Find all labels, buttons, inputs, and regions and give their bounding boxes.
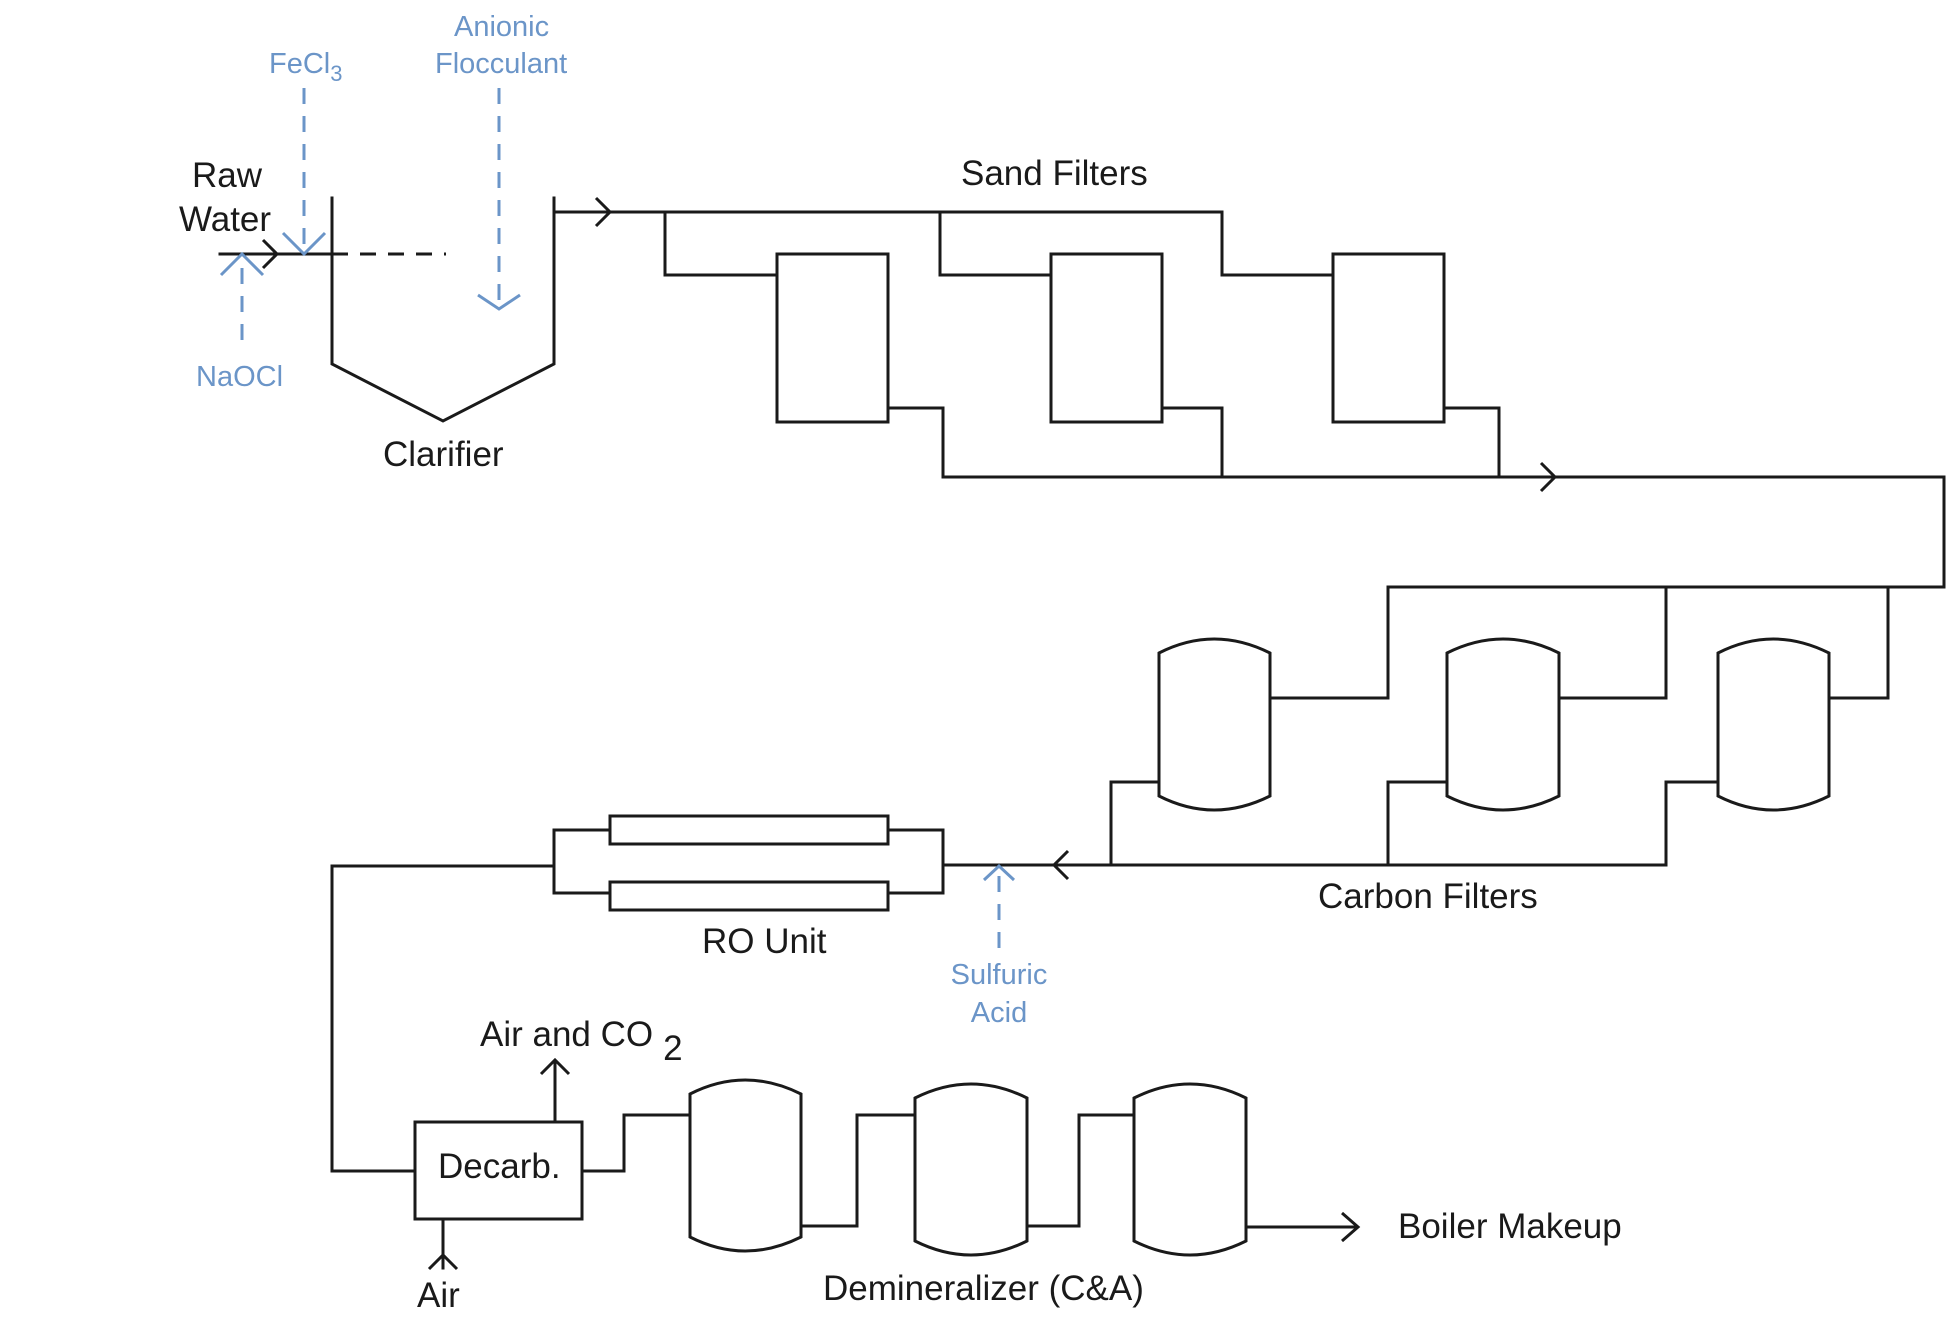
anionic-flocculant-label-line2: Flocculant bbox=[435, 48, 567, 80]
demineralizer-1-outlet bbox=[799, 1113, 917, 1228]
decarb-outlet-line bbox=[580, 1113, 694, 1173]
sand-filter-1-outlet bbox=[886, 406, 945, 479]
sand-filter-2-outlet bbox=[1160, 406, 1224, 479]
anionic-flocculant-feed: Anionic Flocculant bbox=[435, 11, 567, 311]
boiler-makeup-label: Boiler Makeup bbox=[1398, 1207, 1622, 1246]
demineralizer-vessel-3 bbox=[1132, 1082, 1248, 1257]
naocl-feed: NaOCl bbox=[196, 251, 283, 393]
co2-subscript: 2 bbox=[663, 1029, 682, 1068]
demineralizer-label: Demineralizer (C&A) bbox=[823, 1269, 1144, 1308]
carbon-filter-3-inlet bbox=[1664, 780, 1720, 867]
carbon-filter-2-outlet bbox=[1557, 585, 1668, 700]
ro-membrane-1 bbox=[608, 814, 890, 846]
decarb-unit bbox=[413, 1120, 584, 1221]
ro-permeate-line bbox=[330, 864, 556, 1173]
sand-filter-2 bbox=[1049, 252, 1164, 424]
raw-water-label-line2: Water bbox=[179, 200, 271, 239]
sand-filters: Sand Filters bbox=[552, 154, 1946, 589]
ro-feed-arrow-icon bbox=[1051, 849, 1070, 881]
demineralizer-2-outlet bbox=[1025, 1113, 1136, 1228]
naocl-label: NaOCl bbox=[196, 361, 283, 393]
ro-membrane-2 bbox=[608, 880, 890, 912]
sulfuric-acid-label-line2: Acid bbox=[971, 997, 1027, 1029]
sand-filter-3-inlet bbox=[1220, 210, 1335, 277]
carbon-filter-3 bbox=[1716, 637, 1831, 812]
sand-filter-3-outlet bbox=[1442, 406, 1501, 479]
sand-filter-outlet-arrow-icon bbox=[1539, 461, 1558, 493]
air-inlet-arrow-icon bbox=[427, 1252, 459, 1271]
anionic-flocculant-label-line1: Anionic bbox=[454, 11, 549, 43]
naocl-arrow-icon bbox=[219, 251, 265, 277]
carbon-filter-1-outlet bbox=[1268, 585, 1390, 700]
clarifier-vessel bbox=[330, 196, 556, 423]
sand-filters-label: Sand Filters bbox=[961, 154, 1148, 193]
carbon-filter-2 bbox=[1445, 637, 1561, 812]
demineralizer: Demineralizer (C&A) Boiler Makeup bbox=[580, 1078, 1622, 1308]
raw-water-label-line1: Raw bbox=[192, 156, 263, 195]
sand-filter-1 bbox=[775, 252, 890, 424]
carbon-filters-label: Carbon Filters bbox=[1318, 877, 1538, 916]
clarifier-outlet-arrow-icon bbox=[594, 196, 613, 228]
sulfuric-acid-label-line1: Sulfuric bbox=[951, 959, 1048, 991]
fecl3-subscript: 3 bbox=[330, 61, 342, 86]
ro-unit: RO Unit bbox=[330, 814, 945, 1173]
clarifier-label: Clarifier bbox=[383, 435, 504, 474]
sulfuric-acid-feed: Sulfuric Acid bbox=[951, 863, 1048, 1029]
raw-water-arrow-icon bbox=[261, 238, 280, 270]
fecl3-feed: FeCl3 bbox=[269, 48, 342, 257]
carbon-filter-1-inlet bbox=[1109, 780, 1161, 867]
carbon-filter-1 bbox=[1157, 637, 1272, 812]
flocculant-arrow-icon bbox=[477, 293, 521, 311]
raw-water-inlet: Raw Water bbox=[179, 156, 334, 270]
sand-filter-outlet-header bbox=[941, 475, 1946, 589]
demineralizer-vessel-2 bbox=[913, 1082, 1029, 1257]
vent-arrow-icon bbox=[539, 1057, 571, 1076]
sand-filter-3 bbox=[1331, 252, 1446, 424]
carbon-filter-3-outlet bbox=[1827, 585, 1890, 700]
sand-filter-2-inlet bbox=[938, 210, 1053, 277]
decarb-label: Decarb. bbox=[438, 1147, 561, 1186]
sulfuric-acid-arrow-icon bbox=[982, 863, 1016, 882]
carbon-filters: Carbon Filters bbox=[941, 585, 1890, 916]
demineralizer-vessel-1 bbox=[688, 1078, 803, 1253]
ro-outlet-manifold bbox=[552, 828, 612, 895]
fecl3-label: FeCl3 bbox=[269, 48, 342, 86]
carbon-filter-2-inlet bbox=[1386, 780, 1449, 867]
boiler-makeup-arrow-icon bbox=[1341, 1211, 1361, 1243]
ro-unit-label: RO Unit bbox=[702, 922, 827, 961]
clarifier: Clarifier bbox=[330, 196, 556, 474]
fecl3-arrow-icon bbox=[281, 231, 327, 257]
air-label: Air bbox=[417, 1276, 460, 1315]
ro-inlet-manifold bbox=[886, 828, 945, 895]
sand-filter-1-inlet bbox=[663, 210, 779, 277]
